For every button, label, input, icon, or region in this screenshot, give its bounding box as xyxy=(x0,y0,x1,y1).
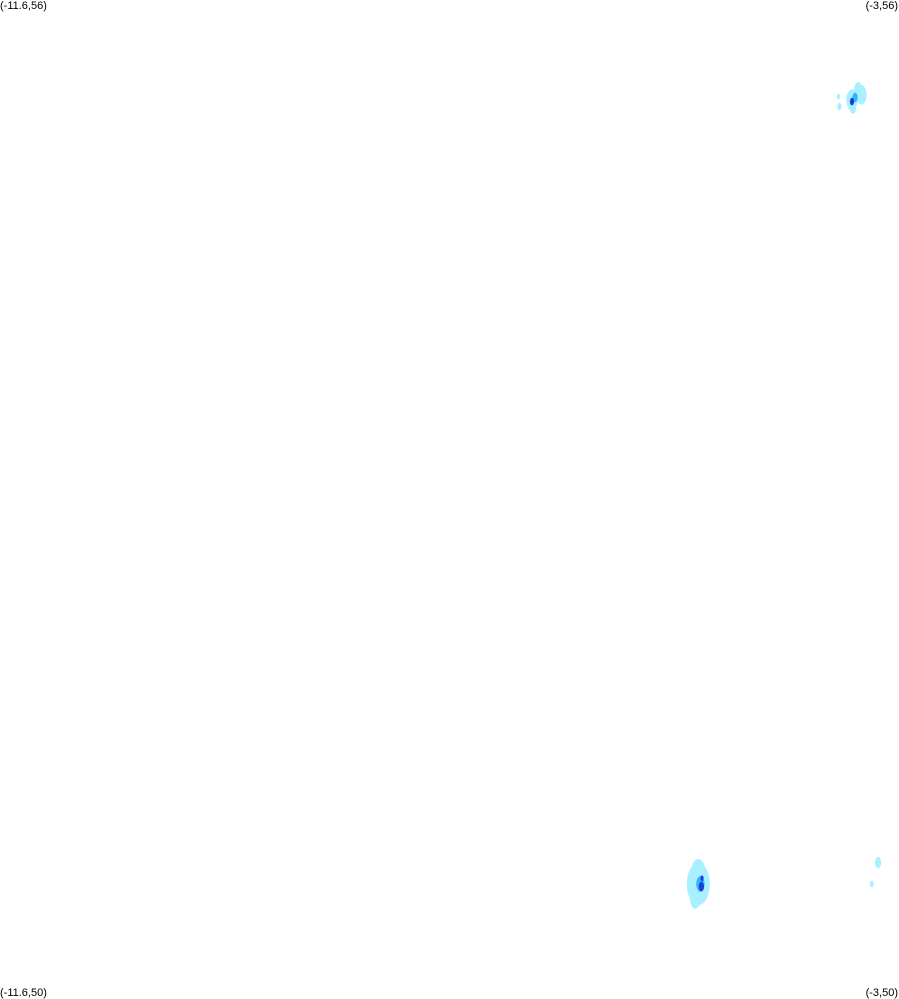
intensity-cell-low xyxy=(837,102,842,111)
intensity-cell-low xyxy=(875,856,882,869)
intensity-cell-low xyxy=(836,93,841,100)
south-cluster xyxy=(686,859,710,909)
corner-label-top-left: (-11.6,56) xyxy=(0,0,47,12)
intensity-cell-high xyxy=(849,97,855,106)
intensity-cell-low xyxy=(869,880,874,888)
intensity-cell-medium xyxy=(852,94,856,99)
northeast-cluster xyxy=(836,82,867,114)
corner-label-bottom-right: (-3,50) xyxy=(865,987,898,999)
intensity-cell-low xyxy=(690,889,701,909)
intensity-cell-low xyxy=(849,102,857,114)
corner-label-top-right: (-3,56) xyxy=(865,0,898,12)
intensity-clusters xyxy=(686,82,882,909)
corner-label-bottom-left: (-11.6,50) xyxy=(0,987,47,999)
intensity-cell-high xyxy=(698,881,705,892)
east-speckle xyxy=(869,856,882,888)
intensity-cell-high xyxy=(700,875,704,882)
